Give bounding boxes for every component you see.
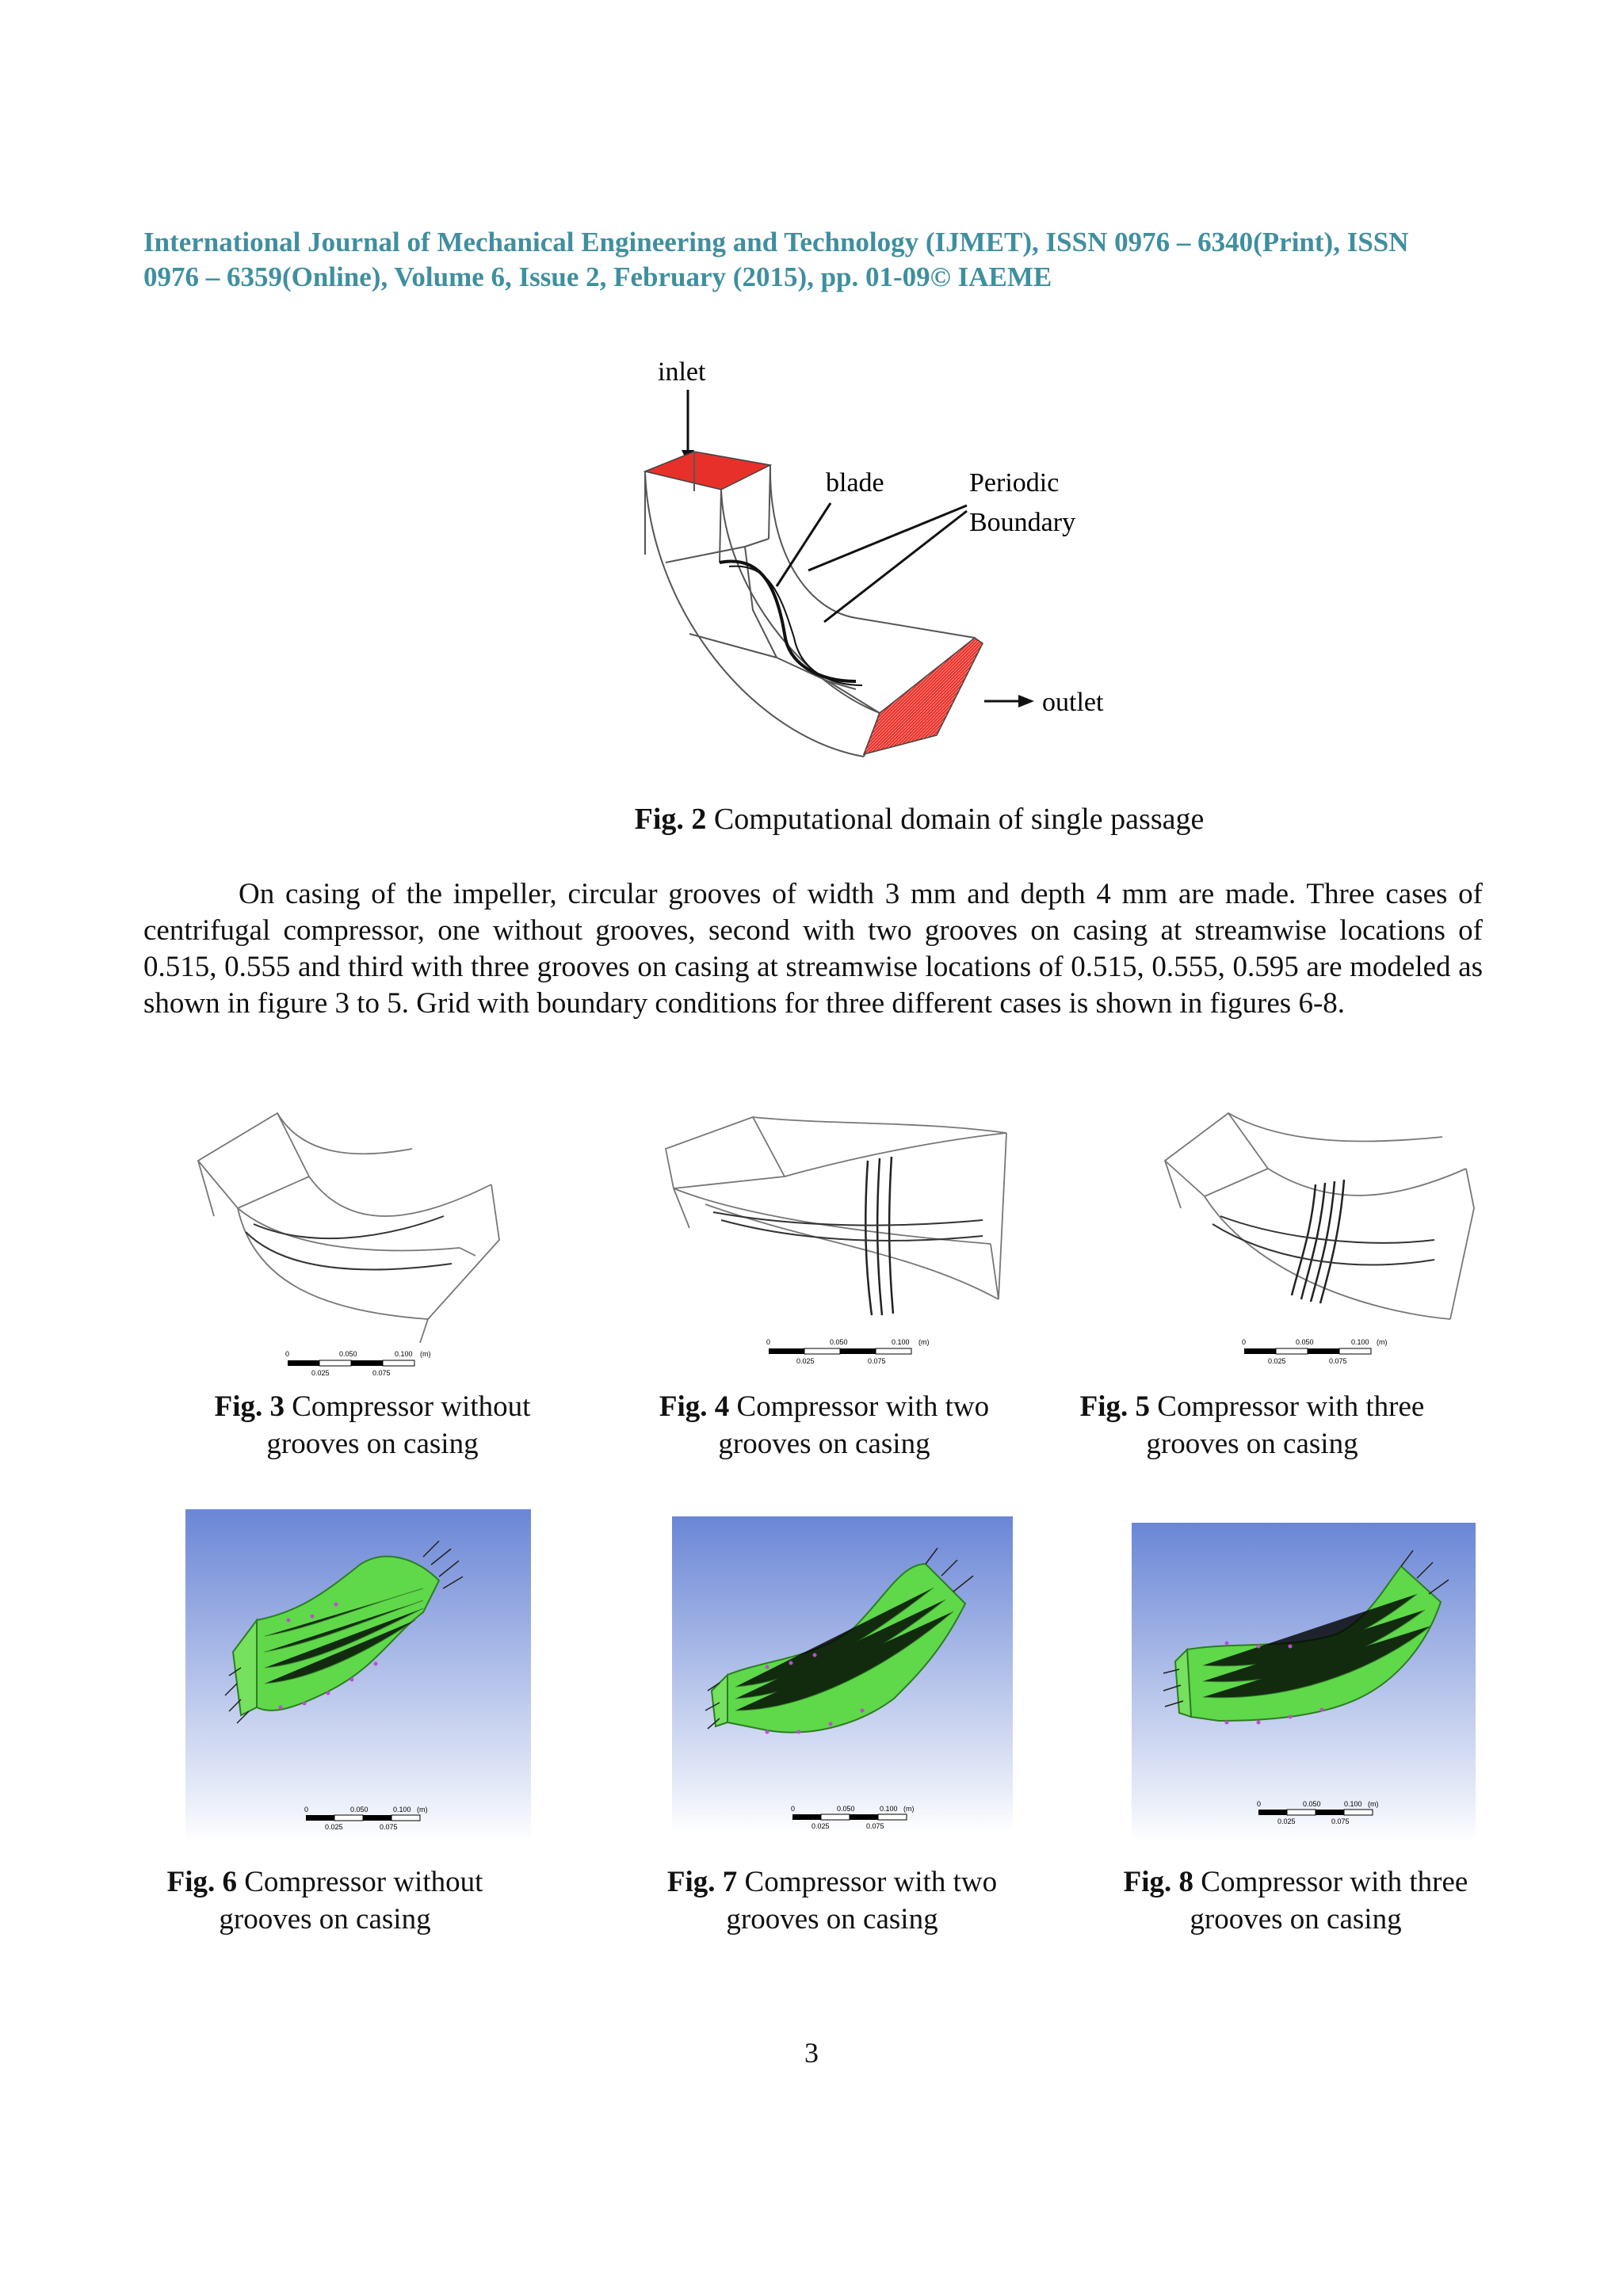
fig6-caption: Fig. 6 Compressor without grooves on cas… bbox=[135, 1863, 515, 1938]
scale-tick-2: 0.100 bbox=[395, 1350, 413, 1358]
fig5-scale-bar: 0 0.050 0.100 (m) 0.025 0.075 bbox=[1242, 1338, 1388, 1365]
scale-tick-2: 0.100 bbox=[1344, 1800, 1362, 1808]
fig7-caption-number: Fig. 7 bbox=[666, 1866, 738, 1898]
scale-sub-tick-2: 0.075 bbox=[1329, 1357, 1347, 1365]
scale-unit: (m) bbox=[1377, 1338, 1388, 1346]
fig3-caption-number: Fig. 3 bbox=[214, 1390, 285, 1423]
scale-unit: (m) bbox=[417, 1806, 428, 1814]
page-number: 3 bbox=[804, 2037, 819, 2069]
fig5-caption: Fig. 5 Compressor with three grooves on … bbox=[1046, 1388, 1458, 1463]
journal-header-line1: International Journal of Mechanical Engi… bbox=[143, 227, 1409, 257]
periodic-label-line1: Periodic bbox=[969, 468, 1059, 498]
fig8-caption-line2: grooves on casing bbox=[1190, 1903, 1402, 1936]
fig4-wireframe bbox=[664, 1116, 1007, 1316]
fig7-caption: Fig. 7 Compressor with two grooves on ca… bbox=[610, 1863, 1054, 1938]
scale-sub-tick-1: 0.025 bbox=[311, 1369, 330, 1377]
scale-tick-1: 0.050 bbox=[350, 1806, 369, 1814]
scale-tick-1: 0.050 bbox=[837, 1805, 855, 1813]
fig2-caption-text: Computational domain of single passage bbox=[706, 803, 1205, 836]
scale-tick-0: 0 bbox=[791, 1805, 795, 1813]
scale-tick-0: 0 bbox=[1242, 1338, 1246, 1346]
fig4-caption: Fig. 4 Compressor with two grooves on ca… bbox=[634, 1388, 1014, 1463]
fig6-mesh-render: 0 0.050 0.100 (m) 0.025 0.075 bbox=[185, 1509, 531, 1842]
fig3-caption: Fig. 3 Compressor without grooves on cas… bbox=[158, 1388, 586, 1463]
fig5-caption-line2: grooves on casing bbox=[1146, 1428, 1358, 1460]
blade-label: blade bbox=[826, 468, 884, 498]
scale-tick-2: 0.100 bbox=[1351, 1338, 1369, 1346]
scale-sub-tick-2: 0.075 bbox=[868, 1357, 886, 1365]
scale-tick-0: 0 bbox=[304, 1806, 308, 1814]
fig8-mesh-render: 0 0.050 0.100 (m) 0.025 0.075 bbox=[1132, 1523, 1476, 1843]
fig2-computational-domain-diagram: inlet blade Periodic Boundary outlet bbox=[643, 357, 1104, 757]
scale-tick-0: 0 bbox=[285, 1350, 289, 1358]
fig8-caption-line1: Compressor with three bbox=[1193, 1866, 1468, 1898]
fig6-caption-line1: Compressor without bbox=[237, 1866, 483, 1898]
scale-tick-0: 0 bbox=[1257, 1800, 1261, 1808]
periodic-pointer-1 bbox=[808, 504, 968, 572]
fig2-caption: Fig. 2 Computational domain of single pa… bbox=[555, 802, 1284, 837]
scale-tick-1: 0.050 bbox=[339, 1350, 357, 1358]
scale-tick-1: 0.050 bbox=[830, 1338, 848, 1346]
fig6-caption-number: Fig. 6 bbox=[166, 1866, 237, 1898]
body-paragraph-text: On casing of the impeller, circular groo… bbox=[143, 878, 1483, 1020]
scale-tick-2: 0.100 bbox=[892, 1338, 910, 1346]
fig2-caption-number: Fig. 2 bbox=[634, 803, 707, 836]
fig8-caption: Fig. 8 Compressor with three grooves on … bbox=[1090, 1863, 1502, 1938]
fig4-caption-line1: Compressor with two bbox=[729, 1390, 990, 1423]
scale-tick-1: 0.050 bbox=[1303, 1800, 1321, 1808]
fig3-caption-line1: Compressor without bbox=[285, 1390, 531, 1423]
scale-sub-tick-2: 0.075 bbox=[1331, 1817, 1350, 1825]
scale-unit: (m) bbox=[1368, 1800, 1379, 1808]
scale-sub-tick-1: 0.025 bbox=[1268, 1357, 1286, 1365]
scale-tick-1: 0.050 bbox=[1296, 1338, 1314, 1346]
fig4-caption-number: Fig. 4 bbox=[659, 1390, 730, 1423]
scale-sub-tick-1: 0.025 bbox=[1277, 1817, 1296, 1825]
scale-sub-tick-1: 0.025 bbox=[812, 1822, 830, 1830]
fig3-wireframe bbox=[197, 1112, 500, 1344]
fig5-caption-number: Fig. 5 bbox=[1079, 1390, 1151, 1423]
journal-header-line2: 0976 – 6359(Online), Volume 6, Issue 2, … bbox=[143, 261, 1052, 292]
fig8-caption-number: Fig. 8 bbox=[1123, 1866, 1194, 1898]
inlet-boundary-face bbox=[643, 451, 773, 490]
scale-unit: (m) bbox=[903, 1805, 915, 1813]
fig5-wireframe bbox=[1163, 1112, 1475, 1320]
periodic-label-line2: Boundary bbox=[969, 508, 1075, 537]
scale-sub-tick-2: 0.075 bbox=[866, 1822, 884, 1830]
fig7-caption-line1: Compressor with two bbox=[737, 1866, 998, 1898]
body-paragraph: On casing of the impeller, circular groo… bbox=[143, 876, 1483, 1022]
blade-curve-secondary bbox=[728, 565, 863, 686]
outlet-boundary-face bbox=[862, 637, 983, 756]
fig4-scale-bar: 0 0.050 0.100 (m) 0.025 0.075 bbox=[766, 1338, 930, 1365]
scale-unit: (m) bbox=[420, 1350, 431, 1358]
fig3-caption-line2: grooves on casing bbox=[266, 1428, 479, 1460]
scale-unit: (m) bbox=[918, 1338, 930, 1346]
scale-tick-2: 0.100 bbox=[880, 1805, 898, 1813]
journal-header: International Journal of Mechanical Engi… bbox=[143, 225, 1483, 295]
fig8-scale-bar: 0 0.050 0.100 (m) 0.025 0.075 bbox=[1257, 1800, 1379, 1825]
fig7-caption-line2: grooves on casing bbox=[726, 1903, 938, 1936]
fig4-caption-line2: grooves on casing bbox=[718, 1428, 930, 1460]
scale-tick-2: 0.100 bbox=[393, 1806, 411, 1814]
outlet-arrowhead bbox=[1018, 695, 1034, 707]
outlet-label: outlet bbox=[1042, 688, 1104, 717]
scale-sub-tick-1: 0.025 bbox=[796, 1357, 815, 1365]
blade-pointer bbox=[775, 502, 832, 587]
periodic-pointer-2 bbox=[823, 509, 968, 624]
scale-sub-tick-2: 0.075 bbox=[372, 1369, 391, 1377]
fig3-scale-bar: 0 0.050 0.100 (m) 0.025 0.075 bbox=[285, 1350, 431, 1377]
scale-tick-0: 0 bbox=[766, 1338, 770, 1346]
inlet-label: inlet bbox=[658, 357, 706, 387]
fig5-caption-line1: Compressor with three bbox=[1150, 1390, 1425, 1423]
fig6-scale-bar: 0 0.050 0.100 (m) 0.025 0.075 bbox=[304, 1806, 428, 1831]
scale-sub-tick-1: 0.025 bbox=[325, 1823, 343, 1831]
fig6-caption-line2: grooves on casing bbox=[219, 1903, 431, 1936]
scale-sub-tick-2: 0.075 bbox=[380, 1823, 398, 1831]
fig7-scale-bar: 0 0.050 0.100 (m) 0.025 0.075 bbox=[791, 1805, 915, 1830]
fig7-mesh-render: 0 0.050 0.100 (m) 0.025 0.075 bbox=[672, 1516, 1013, 1833]
